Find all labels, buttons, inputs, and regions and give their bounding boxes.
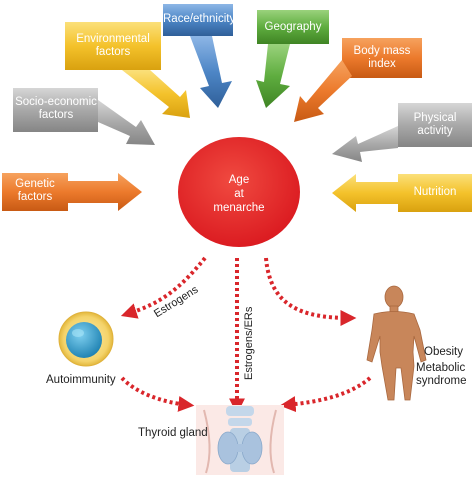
nutrition-factor — [332, 174, 472, 212]
bmi-line2: index — [368, 58, 396, 70]
thyroid-gland-icon — [196, 405, 284, 475]
obesity-label: Obesity — [424, 346, 463, 358]
metabolic-line1: Metabolic — [416, 362, 466, 374]
autoimmunity-label: Autoimmunity — [46, 374, 116, 386]
nutrition-label: Nutrition — [398, 186, 472, 199]
arrow-to-autoimmunity — [120, 256, 207, 319]
immune-cell-icon — [58, 311, 114, 367]
arrow-to-obesity — [264, 257, 357, 326]
nutrition-line1: Nutrition — [413, 186, 457, 198]
geography-label: Geography — [257, 21, 329, 34]
center-line2: at — [234, 188, 244, 200]
genetic-factor — [2, 173, 142, 211]
genetic-line2: factors — [17, 191, 53, 203]
thyroid-gland-label: Thyroid gland — [138, 427, 208, 439]
estrogens-ers-label: Estrogens/ERs — [243, 306, 255, 380]
socio-line2: factors — [38, 109, 74, 121]
physical-activity-label: Physical activity — [398, 112, 472, 138]
environmental-factor — [65, 22, 190, 118]
socio-line1: Socio-economic — [15, 96, 97, 108]
human-body-icon — [366, 285, 427, 401]
environmental-line1: Environmental — [76, 33, 150, 45]
metabolic-syndrome-label: Metabolic syndrome — [416, 362, 467, 388]
environmental-line2: factors — [95, 46, 131, 58]
race-line1: Race/ethnicity — [163, 13, 236, 25]
geography-factor — [256, 10, 329, 108]
physical-line2: activity — [417, 125, 453, 137]
race-ethnicity-label: Race/ethnicity — [163, 13, 236, 26]
age-at-menarche-circle — [178, 137, 300, 247]
geography-line1: Geography — [264, 21, 322, 33]
center-line1: Age — [228, 174, 250, 186]
dotted-arrows — [120, 256, 372, 415]
arrow-autoimmunity-to-thyroid — [120, 376, 195, 412]
center-line3: menarche — [213, 202, 265, 214]
physical-activity-factor — [332, 103, 472, 162]
arrow-obesity-to-thyroid — [279, 376, 372, 413]
metabolic-line2: syndrome — [416, 375, 467, 387]
race-ethnicity-factor — [163, 4, 233, 108]
environmental-label: Environmental factors — [66, 33, 160, 59]
body-mass-index-factor — [294, 38, 422, 122]
bmi-line1: Body mass — [353, 45, 411, 57]
genetic-factors-label: Genetic factors — [4, 178, 66, 204]
age-at-menarche-label: Age at menarche — [178, 168, 300, 220]
socio-economic-label: Socio-economic factors — [14, 96, 98, 122]
genetic-line1: Genetic — [15, 178, 55, 190]
body-mass-index-label: Body mass index — [342, 45, 422, 71]
physical-line1: Physical — [413, 112, 457, 124]
socio-economic-factor — [13, 88, 155, 145]
